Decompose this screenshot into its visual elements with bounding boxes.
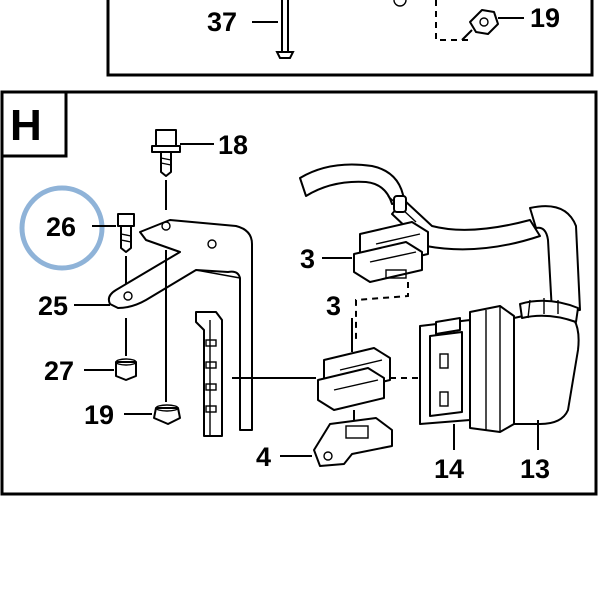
callout-19-top[interactable]: 19 (530, 3, 560, 33)
bolt-37[interactable] (275, 0, 295, 59)
mounting-rail (195, 311, 223, 437)
bolt-18[interactable] (151, 129, 181, 177)
callout-18[interactable]: 18 (218, 130, 248, 160)
module-14[interactable] (419, 305, 515, 433)
callout-27[interactable]: 27 (44, 356, 74, 386)
nut-27[interactable] (115, 358, 137, 381)
section-label-box (0, 90, 68, 158)
callout-3-lower[interactable]: 3 (326, 291, 341, 321)
callout-37[interactable]: 37 (207, 7, 237, 37)
dashed-link-3 (355, 282, 409, 342)
callout-19[interactable]: 19 (84, 400, 114, 430)
previous-section: 37 19 (106, 0, 594, 77)
callout-25[interactable]: 25 (38, 291, 68, 321)
callout-14[interactable]: 14 (434, 454, 464, 484)
section-label: H (10, 101, 42, 150)
housing-13[interactable] (513, 298, 580, 425)
connector-3-lower[interactable] (317, 347, 391, 411)
bolt-19-top[interactable] (461, 9, 499, 41)
callout-3-upper[interactable]: 3 (300, 244, 315, 274)
highlight-circle-26 (19, 185, 105, 271)
bolt-26[interactable] (117, 213, 135, 253)
callout-26[interactable]: 26 (46, 212, 76, 242)
connector-3-upper[interactable] (353, 221, 429, 283)
dashed-outline (435, 0, 468, 41)
callout-4[interactable]: 4 (256, 442, 271, 472)
section-h-frame (0, 90, 598, 496)
bracket-25[interactable] (107, 219, 253, 431)
bracket-4[interactable] (313, 417, 393, 467)
callout-13[interactable]: 13 (520, 454, 550, 484)
wiring-harness[interactable] (299, 163, 581, 313)
nut-19[interactable] (153, 404, 181, 425)
